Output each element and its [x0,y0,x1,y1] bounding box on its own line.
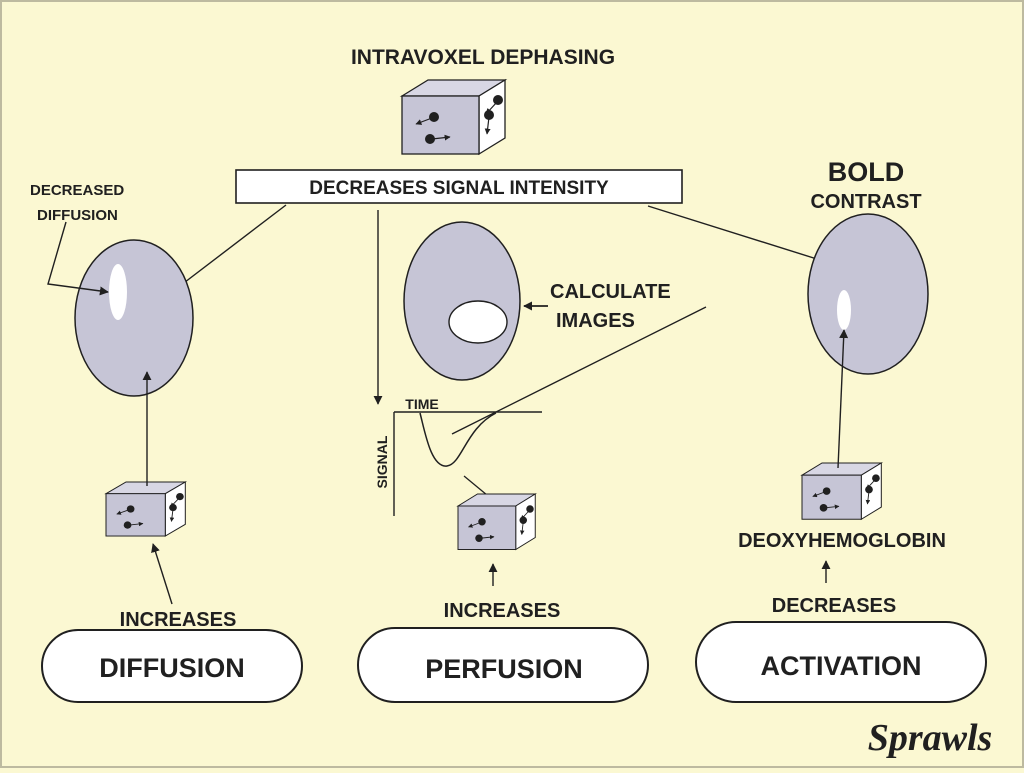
activation-voxel [802,463,881,519]
line-graph-to-calculate [451,306,707,435]
decreased-diffusion-line2: DIFFUSION [37,207,118,224]
perfusion-lesion [448,300,508,344]
diffusion-label: DIFFUSION [99,653,245,683]
activation-pill [695,621,987,703]
diffusion-change-label: INCREASES [120,609,237,631]
bold-brain [807,213,929,375]
graph-time-label: TIME [405,396,438,412]
diffusion-bright-spot [109,264,127,320]
diffusion-pill [41,629,303,703]
signature: Sprawls [868,717,993,759]
graph-signal-label: SIGNAL [374,435,390,488]
bold-heading: BOLD [828,157,905,187]
decreased-diffusion-line1: DECREASED [30,182,124,199]
perfusion-pill [357,627,649,703]
deoxyhemoglobin-label: DEOXYHEMOGLOBIN [738,530,946,552]
arrow-diffusion-increases [151,543,173,605]
signal-curve [419,412,497,467]
perfusion-voxel [458,494,535,550]
bold-bright-spot [837,290,851,330]
arrow-to-diffusion-spot [47,221,109,296]
signal-intensity-label: DECREASES SIGNAL INTENSITY [309,178,609,199]
arrow-voxel-to-bold-brain [837,329,849,469]
diffusion-voxel [106,482,185,536]
arrow-to-diffusion-brain [171,204,287,293]
perfusion-brain [403,221,521,381]
perfusion-change-label: INCREASES [444,600,561,622]
title-intravoxel-dephasing: INTRAVOXEL DEPHASING [351,46,615,69]
perfusion-label: PERFUSION [425,654,583,684]
top-voxel [402,80,505,154]
signal-intensity-box [235,169,683,204]
arrow-to-bold-brain [647,205,837,267]
contrast-heading: CONTRAST [810,191,921,213]
calculate-images-line1: CALCULATE [550,281,671,303]
diffusion-brain [74,239,194,397]
activation-change-label: DECREASES [772,595,896,617]
activation-label: ACTIVATION [761,651,922,681]
calculate-images-line2: IMAGES [556,310,635,332]
